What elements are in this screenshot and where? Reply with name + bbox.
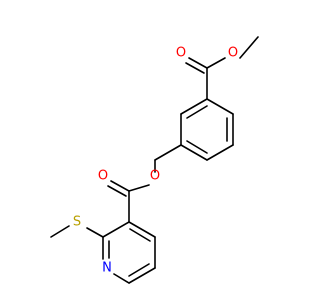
bond-carbonyl-bottom-double-a (110, 180, 130, 192)
bond-pyridine-to-s (86, 227, 104, 238)
bond-benzene-4-inner (186, 140, 208, 154)
bond-carbonyl-top-to-o-ester (206, 57, 226, 69)
bond-ring-to-ch2 (154, 144, 182, 161)
bonds (50, 36, 259, 284)
oxygen-ester-benzyl-label: O (150, 169, 160, 184)
bond-pyridine-4 (113, 273, 130, 284)
bond-o-benzyl-to-carbonyl (128, 184, 150, 192)
bond-benzene-3 (206, 144, 234, 161)
bond-pyridine-6 (102, 221, 130, 238)
bond-pyridine-1 (128, 221, 156, 238)
bond-carbonyl-top-double-a (188, 57, 208, 69)
oxygen-ester-methyl-label: O (228, 46, 238, 61)
bond-benzene-6 (180, 98, 208, 115)
bond-benzene-4 (180, 144, 208, 161)
atom-labels: O O O O S N (73, 46, 238, 276)
bond-pyridine-1-inner (129, 228, 151, 242)
bond-pyridine-3 (128, 267, 156, 284)
bond-benzene-1 (206, 98, 234, 115)
bond-carbonyl-bottom-double-b (107, 185, 127, 197)
bond-s-to-methyl (50, 225, 70, 238)
sulfur-thioether-label: S (73, 215, 81, 230)
bond-o-ester-to-methyl (239, 36, 259, 59)
bond-carbonyl-top-double-b (185, 62, 205, 74)
oxygen-carbonyl-bottom-label: O (98, 169, 108, 184)
molecule-structure: O O O O S N (50, 36, 259, 284)
bond-pyridine-3-inner (128, 263, 150, 277)
oxygen-carbonyl-top-label: O (176, 46, 186, 61)
nitrogen-pyridine-label: N (102, 261, 112, 276)
bond-benzene-6-inner (186, 105, 208, 119)
